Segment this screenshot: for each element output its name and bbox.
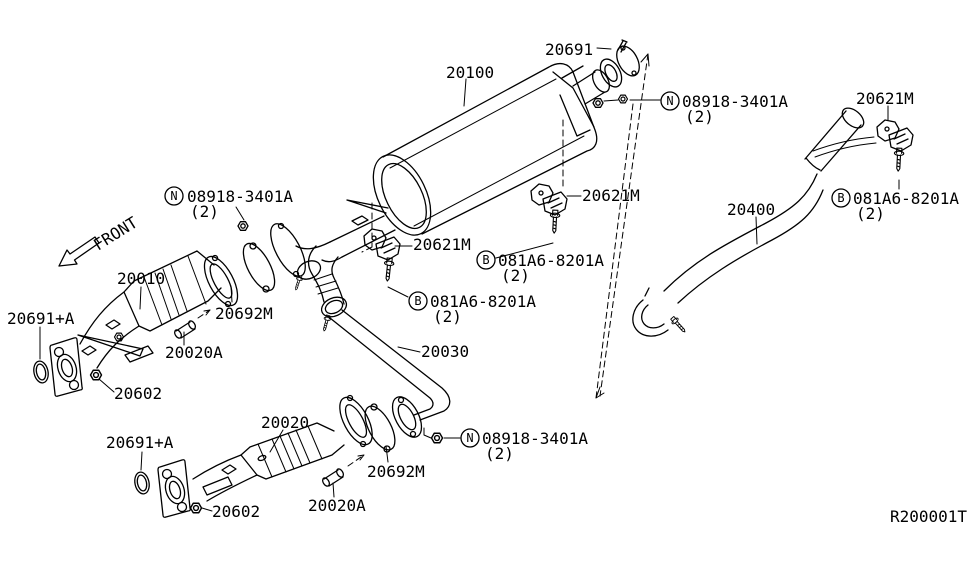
label-bolt-right: 081A6-8201A [853,189,959,208]
symbol-n-top: N [666,94,673,108]
drawing-ref-code: R200001T [890,507,967,526]
catalytic-converter-lower [240,422,345,480]
qty-exhaust-nut-top: (2) [685,107,714,126]
label-front-tube: 20010 [117,269,165,288]
clamp-upper [296,260,322,280]
outlet-gasket-20691 [616,39,640,77]
tailpipe-clamp [632,299,669,337]
label-bracket-topright: 20621M [856,89,914,108]
circle-b-icon [831,188,851,208]
catalytic-converter-upper [123,250,222,332]
qty-bolt-midleft: (2) [433,307,462,326]
label-flange-nut-top: 20602 [114,384,162,403]
qty-exhaust-nut-bottom: (2) [485,444,514,463]
muffler-heat-shield [552,65,595,137]
front-flange-upper [49,337,83,397]
hanger-bolt-tail [892,147,905,172]
front-arrow-icon [58,236,100,267]
label-exhaust-nut-bottom: 08918-3401A [482,429,588,448]
circle-n-icon [460,428,480,448]
ring-gasket-lower [134,471,150,495]
muffler-end-cap [372,154,432,236]
label-seal-pipe-bottom: 20020A [308,496,366,515]
flange-gasket-lower [364,405,396,451]
symbol-b-midleft: B [414,294,421,308]
muffler-body [382,62,598,235]
leader-lines [39,47,900,512]
front-direction-arrow [58,236,100,267]
label-exhaust-nut-left: 08918-3401A [187,187,293,206]
front-pipe-lower [192,454,258,502]
label-outlet-gasket: 20691 [545,40,593,59]
hanger-bracket-right [530,183,554,206]
center-pipe-20030 [329,309,451,444]
hanger-bracket-left [363,228,387,251]
label-center-pipe: 20030 [421,342,469,361]
label-seal-pipe-top: 20020A [165,343,223,362]
symbol-b-right: B [837,191,844,205]
symbol-n-bottom: N [466,431,473,445]
symbol-b-midright: B [482,253,489,267]
label-flange-nut-bottom: 20602 [212,502,260,521]
hanger-rod [812,136,877,158]
center-pipe-tube [329,309,451,421]
label-exhaust-nut-top: 08918-3401A [682,92,788,111]
label-ring-gasket-top: 20691+A [7,309,75,328]
label-bolt-midright: 081A6-8201A [498,251,604,270]
hanger-bracket-tail [876,119,900,142]
tailpipe-20400 [632,107,877,337]
center-pipe-nut [430,432,444,444]
ring-gasket-upper [33,360,49,384]
callout-labels: FRONT 20100 20691 N 08918-3401A (2) 2062… [7,40,967,526]
qty-bolt-right: (2) [856,204,885,223]
front-tube-20010-assembly [33,242,276,397]
flange-nut-upper [89,369,103,381]
label-flange-gasket-top: 20692M [215,304,273,323]
qty-bolt-midright: (2) [501,266,530,285]
flange-gasket-upper [242,242,276,292]
front-label: FRONT [90,213,141,255]
flange-nut-lower [189,502,203,514]
circle-n-icon [164,186,184,206]
circle-n-icon [660,91,680,111]
muffler-20100 [329,58,629,258]
label-muffler: 20100 [446,63,494,82]
collector-y-pipe [237,221,348,333]
muffler-inlet-pipe [329,215,396,258]
tailpipe-tip [804,110,862,172]
hanger-bolt-left [382,257,395,283]
front-pipe-upper [79,291,140,369]
muffler-outlet-stub [572,71,606,105]
label-bolt-midleft: 081A6-8201A [430,292,536,311]
label-ring-gasket-bottom: 20691+A [106,433,174,452]
circle-b-icon [408,291,428,311]
qty-exhaust-nut-left: (2) [190,202,219,221]
label-flange-gasket-bottom: 20692M [367,462,425,481]
muffler-hanger-right [530,119,568,234]
assembly-dashed-lines [595,53,650,399]
label-bracket-midright: 20621M [582,186,640,205]
label-front-tube-lower: 20020 [261,413,309,432]
tailpipe-tube [663,173,824,304]
hanger-bolt-right [548,209,561,234]
circle-b-icon [476,250,496,270]
label-tailpipe: 20400 [727,200,775,219]
label-bracket-midleft: 20621M [413,235,471,254]
symbol-n-left: N [170,189,177,203]
front-flange-lower [157,459,191,518]
tailpipe-hanger [876,119,914,172]
clamp-center-pipe [320,296,348,318]
muffler-hanger-left [361,202,401,283]
